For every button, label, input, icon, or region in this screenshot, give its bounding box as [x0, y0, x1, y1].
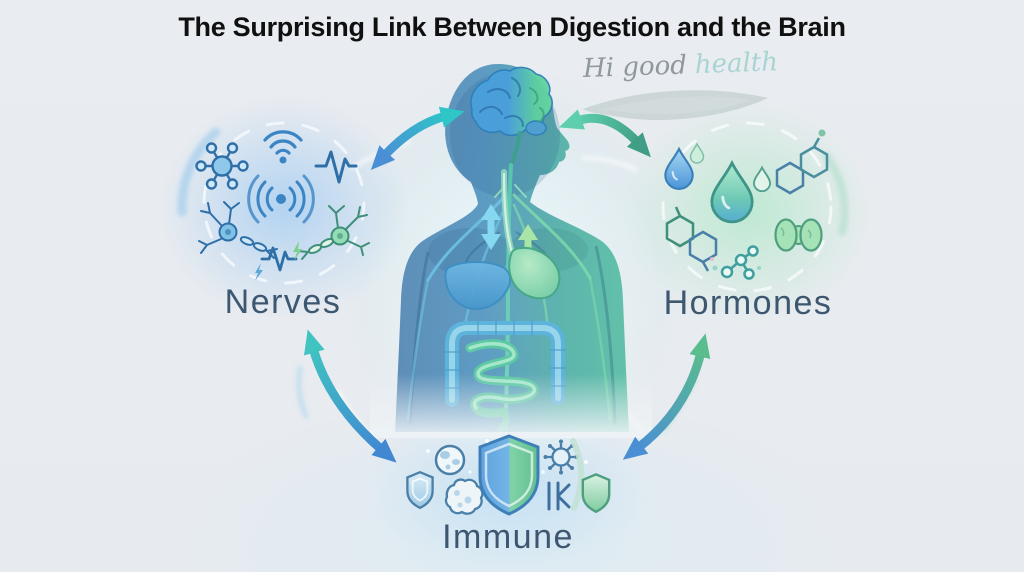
molecule-hexagon-top-icon: [775, 129, 829, 195]
watermark-prefix: Hi good: [582, 50, 688, 85]
immune-sparkle-dots: [426, 439, 588, 474]
immune-icon-cluster: [406, 434, 611, 516]
molecule-nodes-icon: [710, 245, 761, 280]
droplet-large-icon: [710, 159, 754, 224]
esophagus-highlight: [502, 172, 514, 254]
shield-small-icon: [406, 470, 434, 510]
connection-arrows: [304, 106, 711, 463]
receptor-molecule-icon: [195, 142, 249, 190]
molecule-hexagon-bottom-icon: [665, 206, 718, 272]
droplet-blue-icon: [664, 146, 694, 190]
human-figure: [370, 64, 652, 438]
radiating-signal-icon: [247, 174, 315, 224]
macrophage-icon: [444, 478, 484, 515]
shield-large-icon: [478, 434, 540, 516]
watermark-leaf: [583, 90, 768, 120]
liver-icon: [444, 261, 512, 310]
thyroid-gland-icon: [774, 218, 823, 252]
nerves-icon-cluster: [195, 130, 370, 281]
nerves-halo-ring: [202, 121, 366, 285]
page-title: The Surprising Link Between Digestion an…: [178, 12, 846, 42]
virus-icon: [543, 439, 579, 475]
arrow-immune-nerves: [304, 329, 397, 463]
wifi-signal-icon: [263, 130, 303, 164]
immune-swoosh: [570, 438, 585, 511]
hormones-halo-ring: [661, 121, 833, 293]
arrow-brain-hormones: [558, 109, 651, 158]
nerve-impulse-wave-icon: [314, 150, 358, 184]
watermark-highlight: health: [694, 47, 779, 81]
stomach-icon: [508, 246, 561, 300]
neuron-blue-icon: [198, 201, 278, 259]
brain-icon: [470, 66, 553, 168]
droplet-outline-icon: [753, 165, 771, 193]
label-hormones: Hormones: [663, 284, 833, 322]
pathogen-cell-icon: [434, 444, 466, 476]
arrow-hormones-immune: [622, 333, 711, 460]
shield-green-icon: [581, 473, 611, 514]
arrow-nerves-brain: [370, 106, 465, 171]
antibody-icon: [547, 481, 571, 511]
axis-arrow-blue: [481, 204, 501, 250]
droplet-green-small-icon: [689, 142, 705, 164]
impulse-spark-icon: [255, 241, 302, 281]
figure-fade: [370, 374, 652, 438]
hormones-icon-cluster: [664, 129, 829, 280]
label-immune: Immune: [442, 518, 574, 556]
neuron-green-icon: [297, 205, 370, 260]
label-nerves: Nerves: [224, 283, 342, 321]
